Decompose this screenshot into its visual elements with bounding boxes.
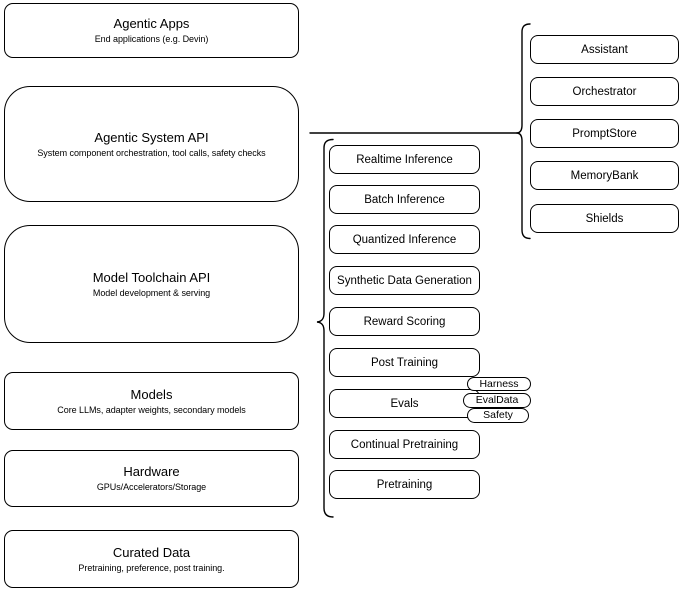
node-title: Agentic Apps: [113, 16, 190, 31]
node-shields: Shields: [530, 204, 679, 233]
system-components-brace: [516, 23, 531, 240]
node-post-training: Post Training: [329, 348, 480, 377]
node-evals: Evals: [329, 389, 480, 418]
node-title: Hardware: [123, 464, 180, 479]
node-subtitle: System component orchestration, tool cal…: [37, 147, 266, 158]
node-curated-data: Curated Data Pretraining, preference, po…: [4, 530, 299, 588]
node-hardware: Hardware GPUs/Accelerators/Storage: [4, 450, 299, 507]
node-pretraining: Pretraining: [329, 470, 480, 499]
node-subtitle: GPUs/Accelerators/Storage: [96, 482, 207, 492]
node-synthetic-data-generation: Synthetic Data Generation: [329, 266, 480, 295]
node-memorybank: MemoryBank: [530, 161, 679, 190]
node-models: Models Core LLMs, adapter weights, secon…: [4, 372, 299, 430]
node-continual-pretraining: Continual Pretraining: [329, 430, 480, 459]
node-subtitle: End applications (e.g. Devin): [94, 34, 209, 44]
node-title: Agentic System API: [94, 129, 209, 145]
node-realtime-inference: Realtime Inference: [329, 145, 480, 174]
node-orchestrator: Orchestrator: [530, 77, 679, 106]
tag-safety: Safety: [467, 408, 529, 423]
toolchain-brace: [316, 138, 334, 518]
node-title: Models: [130, 386, 173, 402]
node-assistant: Assistant: [530, 35, 679, 64]
node-subtitle: Model development & serving: [92, 287, 211, 298]
tag-harness: Harness: [467, 377, 531, 391]
node-agentic-apps: Agentic Apps End applications (e.g. Devi…: [4, 3, 299, 58]
node-subtitle: Pretraining, preference, post training.: [78, 562, 225, 573]
node-title: Model Toolchain API: [92, 269, 211, 285]
node-promptstore: PromptStore: [530, 119, 679, 148]
node-quantized-inference: Quantized Inference: [329, 225, 480, 254]
node-subtitle: Core LLMs, adapter weights, secondary mo…: [57, 404, 246, 415]
node-agentic-system-api: Agentic System API System component orch…: [4, 86, 299, 202]
node-batch-inference: Batch Inference: [329, 185, 480, 214]
tag-evaldata: EvalData: [463, 393, 531, 408]
node-title: Curated Data: [112, 544, 191, 560]
node-reward-scoring: Reward Scoring: [329, 307, 480, 336]
node-model-toolchain-api: Model Toolchain API Model development & …: [4, 225, 299, 343]
